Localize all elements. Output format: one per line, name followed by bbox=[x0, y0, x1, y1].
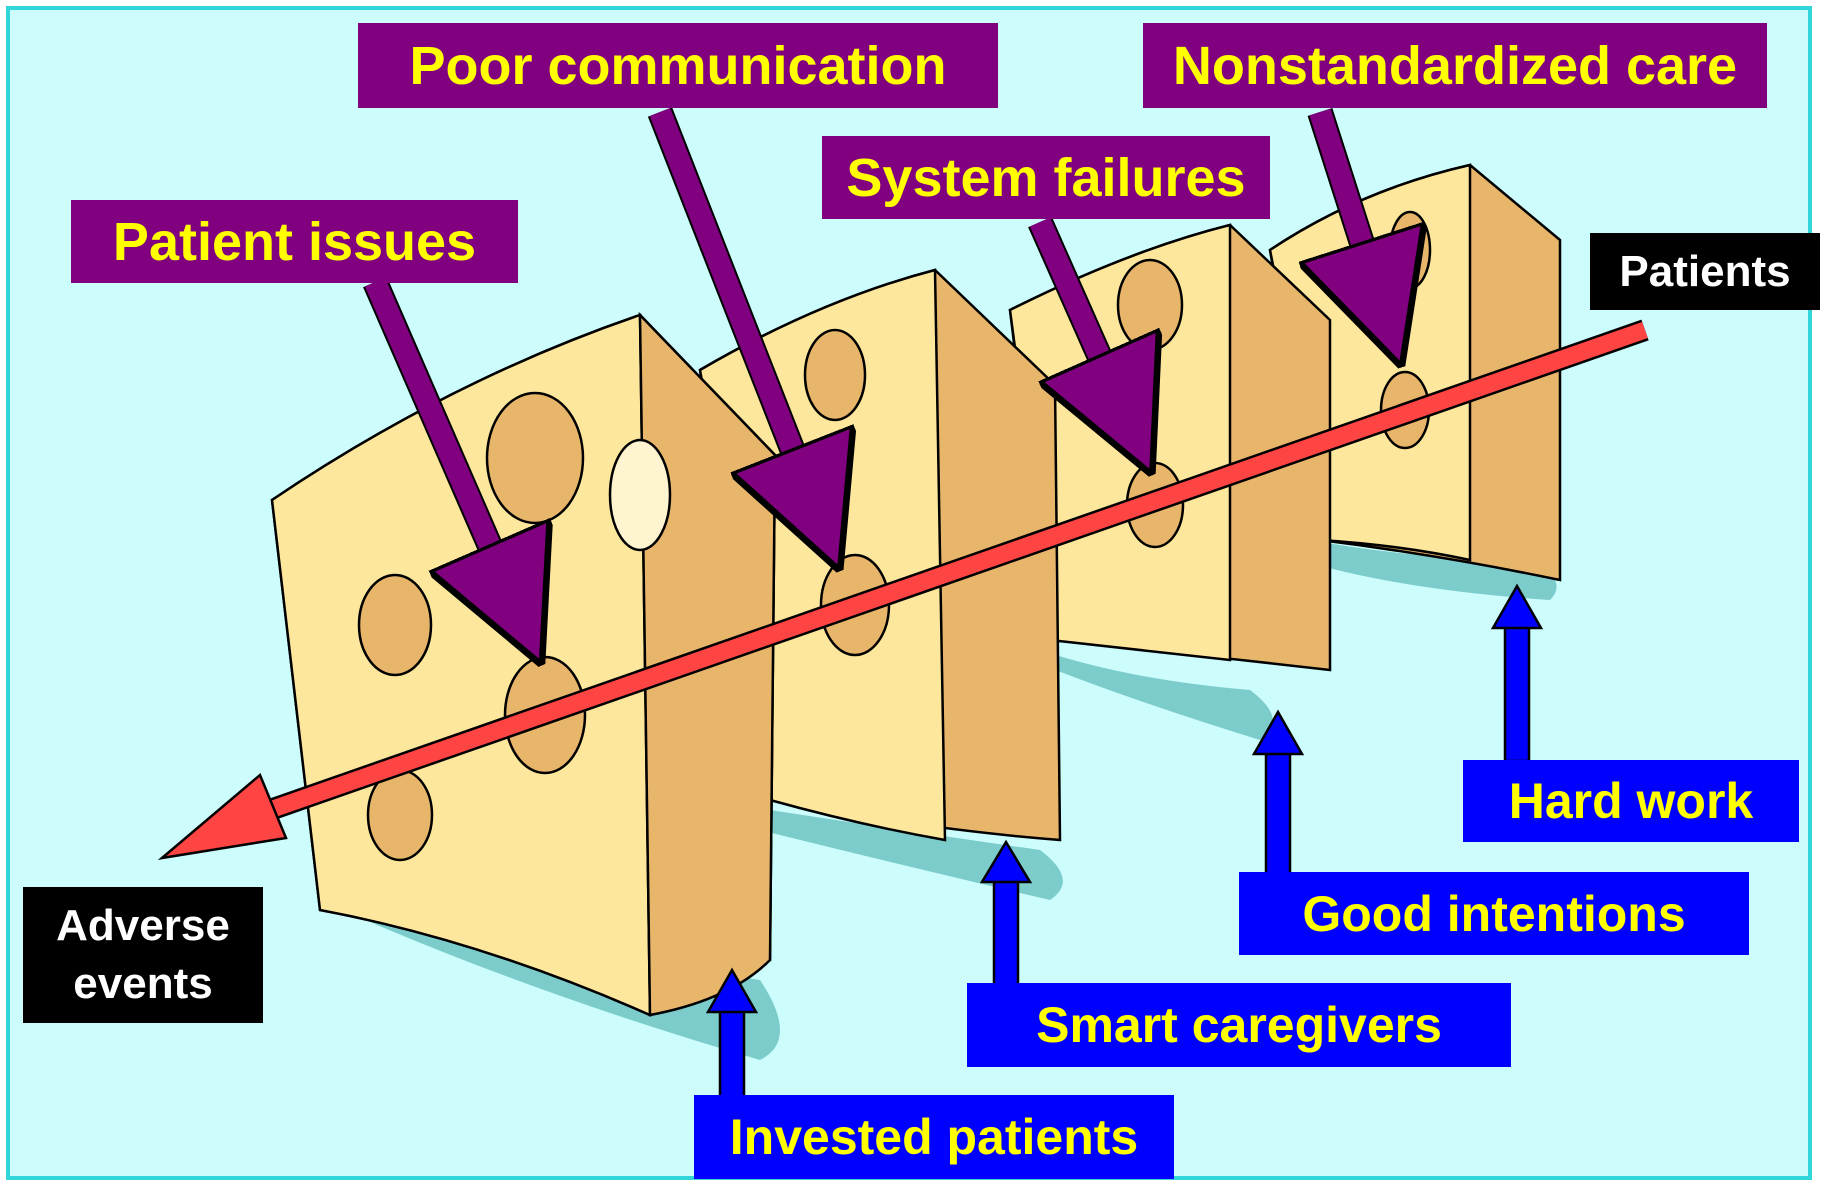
defense-label-good-intentions: Good intentions bbox=[1239, 872, 1749, 955]
defense-label-smart-caregivers: Smart caregivers bbox=[967, 983, 1511, 1067]
end-label-line-2: events bbox=[73, 955, 212, 1013]
end-label-line-1: Adverse bbox=[56, 897, 230, 955]
hazard-label-nonstandardized-care: Nonstandardized care bbox=[1143, 23, 1767, 108]
hazard-label-system-failures: System failures bbox=[822, 136, 1270, 219]
defense-label-hard-work: Hard work bbox=[1463, 760, 1799, 842]
hazard-label-patient-issues: Patient issues bbox=[71, 200, 518, 283]
hazard-label-poor-communication: Poor communication bbox=[358, 23, 998, 108]
defense-label-invested-patients: Invested patients bbox=[694, 1095, 1174, 1179]
start-label-patients: Patients bbox=[1590, 233, 1820, 310]
end-label-adverse-events: Adverse events bbox=[23, 887, 263, 1023]
defense-pointer-hard-work bbox=[1493, 586, 1541, 761]
